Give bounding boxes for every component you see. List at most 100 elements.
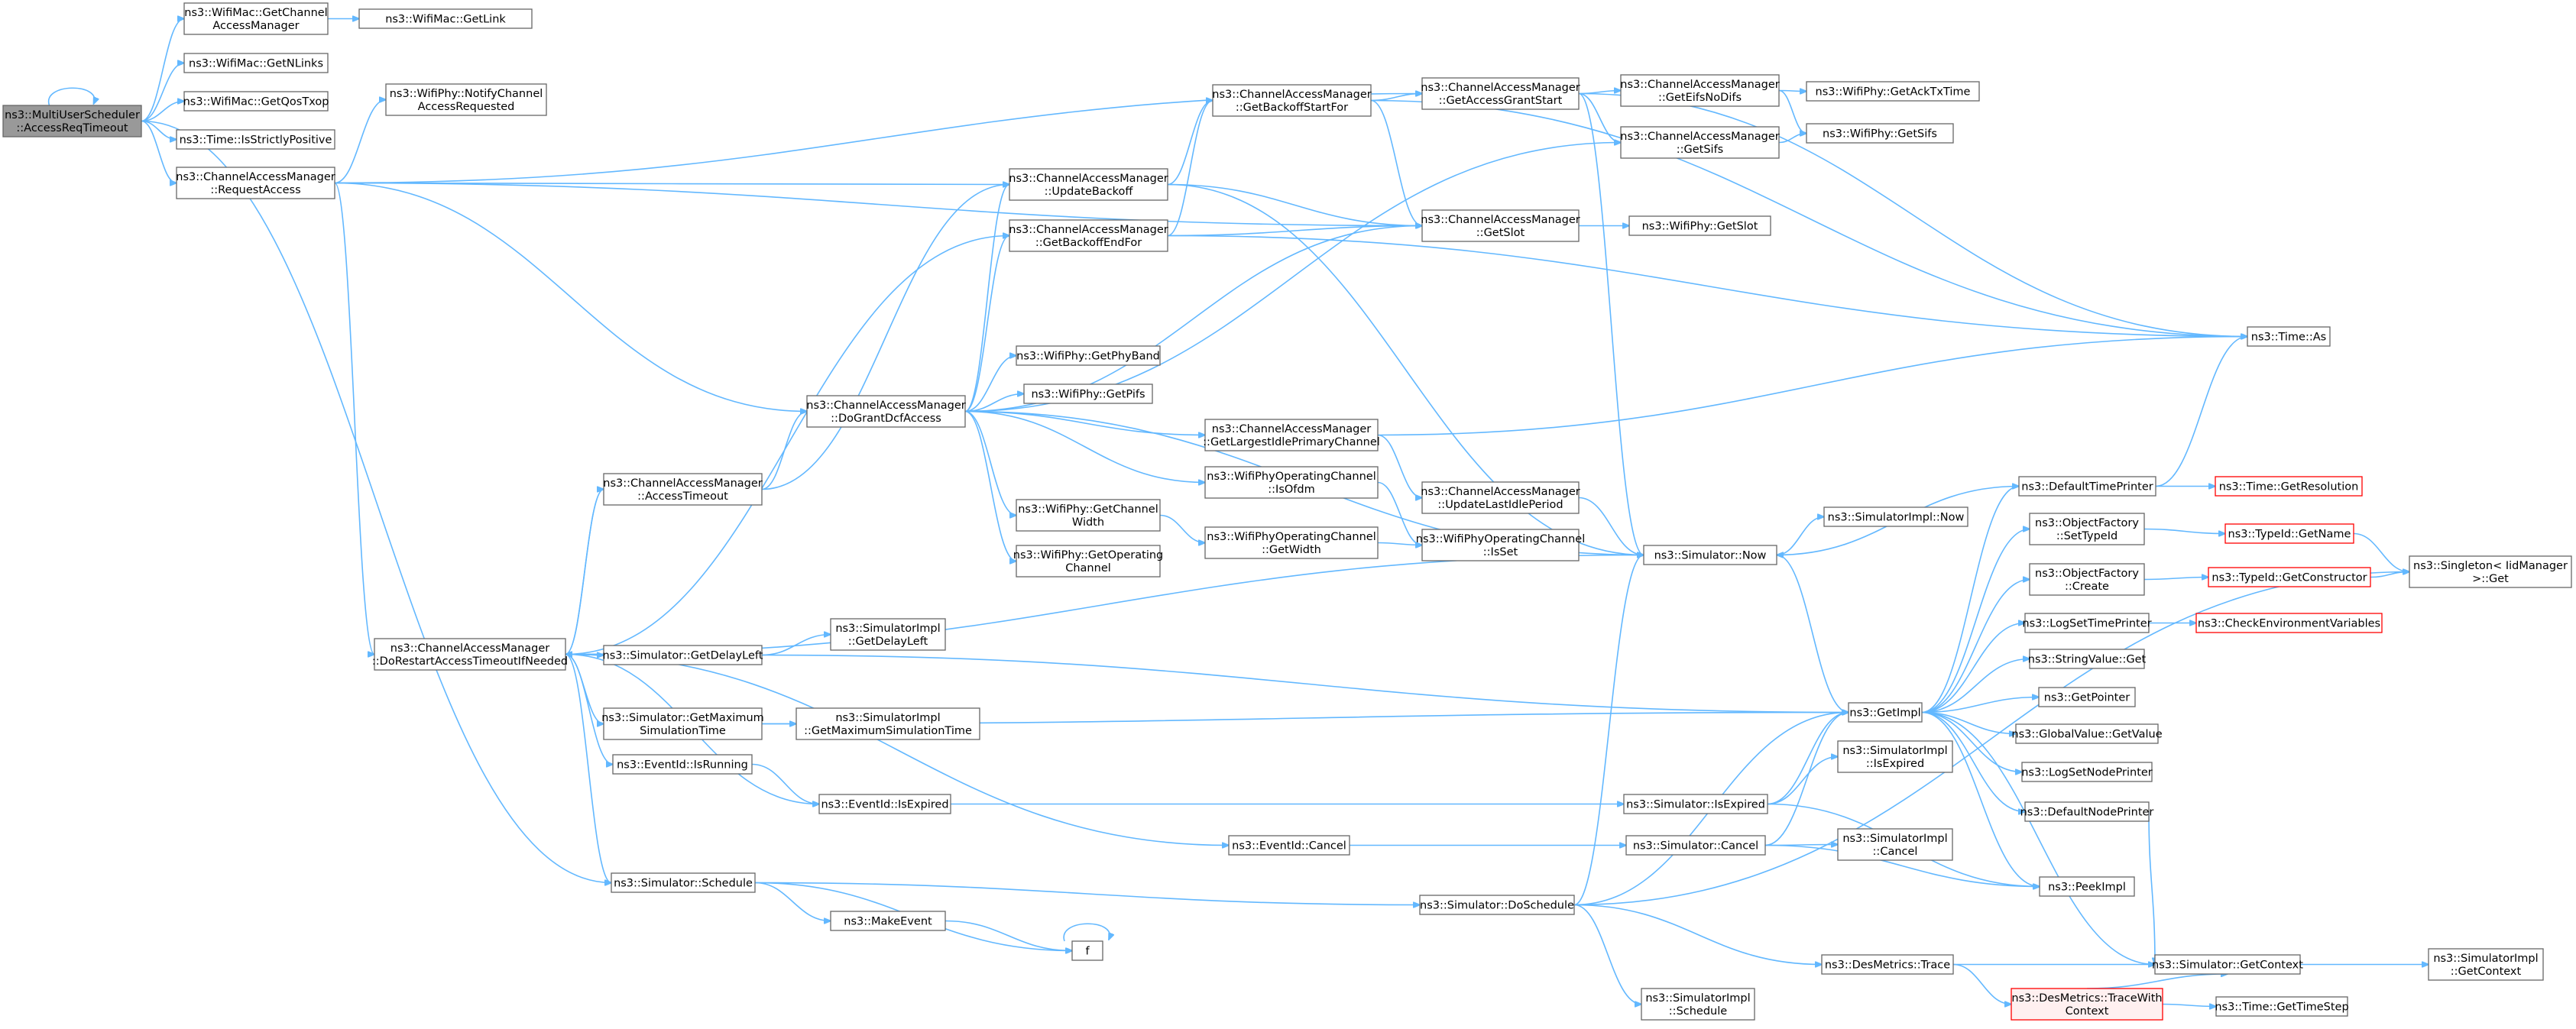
- node-simexpired-label-0: ns3::Simulator::IsExpired: [1626, 799, 1765, 811]
- node-getres[interactable]: ns3::Time::GetResolution: [2215, 476, 2363, 497]
- node-getptr[interactable]: ns3::GetPointer: [2038, 687, 2136, 707]
- node-strictpos[interactable]: ns3::Time::IsStrictlyPositive: [176, 129, 335, 150]
- node-schedule-box: [611, 872, 756, 893]
- node-reqaccess-label-1: ::RequestAccess: [210, 184, 300, 196]
- edge-restart-to-backoffend: [565, 236, 1009, 655]
- node-root[interactable]: ns3::MultiUserScheduler::AccessReqTimeou…: [2, 105, 142, 138]
- node-implgetctx-label-1: ::GetContext: [2451, 966, 2522, 978]
- node-getqostxop[interactable]: ns3::WifiMac::GetQosTxop: [183, 91, 329, 112]
- node-ofcreate[interactable]: ns3::ObjectFactory::Create: [2029, 563, 2145, 596]
- node-eifsnodifs-label-0: ns3::ChannelAccessManager: [1620, 79, 1780, 91]
- node-getwidth-box: [1204, 526, 1379, 559]
- node-isofdm[interactable]: ns3::WifiPhyOperatingChannel::IsOfdm: [1204, 466, 1379, 499]
- node-backoffend-box: [1009, 219, 1168, 252]
- node-isrunning[interactable]: ns3::EventId::IsRunning: [612, 754, 753, 775]
- node-settypeid-label-0: ns3::ObjectFactory: [2035, 517, 2139, 529]
- node-updatelastidle-label-1: ::UpdateLastIdlePeriod: [1437, 499, 1563, 511]
- node-opisset[interactable]: ns3::WifiPhyOperatingChannel::IsSet: [1416, 529, 1585, 561]
- node-logsettime[interactable]: ns3::LogSetTimePrinter: [2022, 613, 2152, 633]
- node-checkenv[interactable]: ns3::CheckEnvironmentVariables: [2195, 613, 2383, 633]
- node-defaulttime[interactable]: ns3::DefaultTimePrinter: [2018, 476, 2156, 497]
- node-pifs[interactable]: ns3::WifiPhy::GetPifs: [1023, 383, 1153, 404]
- node-implmax-label-1: ::GetMaximumSimulationTime: [804, 725, 972, 737]
- node-timestep-label-0: ns3::Time::GetTimeStep: [2215, 1001, 2348, 1014]
- node-timestep[interactable]: ns3::Time::GetTimeStep: [2215, 996, 2349, 1017]
- node-simnow[interactable]: ns3::Simulator::Now: [1643, 545, 1777, 565]
- node-f[interactable]: f: [1071, 940, 1103, 961]
- edge-getimpl-to-strget: [1921, 659, 2030, 714]
- node-getctor[interactable]: ns3::TypeId::GetConstructor: [2208, 567, 2371, 587]
- node-defaultnode[interactable]: ns3::DefaultNodePrinter: [2020, 801, 2154, 822]
- node-implmax[interactable]: ns3::SimulatorImpl::GetMaximumSimulation…: [795, 707, 980, 740]
- node-makeevent[interactable]: ns3::MakeEvent: [830, 911, 946, 931]
- node-evcancel-box: [1228, 835, 1350, 856]
- node-getslot[interactable]: ns3::ChannelAccessManager::GetSlot: [1421, 209, 1580, 242]
- node-implmax-box: [795, 707, 980, 740]
- node-simnow-box: [1643, 545, 1777, 565]
- node-getcontext[interactable]: ns3::Simulator::GetContext: [2152, 954, 2303, 975]
- node-simcancel[interactable]: ns3::Simulator::Cancel: [1625, 835, 1766, 856]
- node-backoffend-label-0: ns3::ChannelAccessManager: [1009, 224, 1168, 236]
- node-backoffend[interactable]: ns3::ChannelAccessManager::GetBackoffEnd…: [1009, 219, 1168, 252]
- node-singleton-label-0: ns3::Singleton< IidManager: [2413, 560, 2568, 572]
- node-impldelay[interactable]: ns3::SimulatorImpl::GetDelayLeft: [830, 618, 946, 651]
- node-delayleft-label-0: ns3::Simulator::GetDelayLeft: [603, 650, 763, 662]
- node-peekimpl[interactable]: ns3::PeekImpl: [2039, 876, 2135, 897]
- edge-root-to-root: [47, 87, 95, 106]
- node-reqaccess[interactable]: ns3::ChannelAccessManager::RequestAccess: [176, 167, 335, 199]
- edge-tracectx-to-timestep: [2162, 1005, 2216, 1007]
- node-restart[interactable]: ns3::ChannelAccessManager::DoRestartAcce…: [372, 638, 568, 671]
- node-simexpired[interactable]: ns3::Simulator::IsExpired: [1623, 794, 1768, 814]
- node-evcancel[interactable]: ns3::EventId::Cancel: [1228, 835, 1350, 856]
- node-getnlinks[interactable]: ns3::WifiMac::GetNLinks: [183, 53, 329, 73]
- node-doschedule[interactable]: ns3::Simulator::DoSchedule: [1419, 895, 1575, 915]
- node-implcancel[interactable]: ns3::SimulatorImpl::Cancel: [1837, 828, 1953, 861]
- node-grantstart[interactable]: ns3::ChannelAccessManager::GetAccessGran…: [1421, 77, 1580, 110]
- node-chanwidth-label-1: Width: [1072, 516, 1104, 529]
- node-evexpired[interactable]: ns3::EventId::IsExpired: [818, 794, 951, 814]
- node-notifyreq[interactable]: ns3::WifiPhy::NotifyChannelAccessRequest…: [385, 83, 547, 116]
- node-backoffstart[interactable]: ns3::ChannelAccessManager::GetBackoffSta…: [1212, 84, 1372, 117]
- node-implexpired[interactable]: ns3::SimulatorImpl::IsExpired: [1837, 740, 1953, 773]
- node-phyband[interactable]: ns3::WifiPhy::GetPhyBand: [1016, 345, 1161, 366]
- node-timeas[interactable]: ns3::Time::As: [2247, 326, 2331, 347]
- node-physifs[interactable]: ns3::WifiPhy::GetSifs: [1806, 123, 1954, 144]
- node-largestidle-box: [1204, 419, 1379, 451]
- node-getlink[interactable]: ns3::WifiMac::GetLink: [358, 8, 533, 29]
- node-grantdcf[interactable]: ns3::ChannelAccessManager::DoGrantDcfAcc…: [806, 395, 966, 428]
- node-getname[interactable]: ns3::TypeId::GetName: [2224, 523, 2354, 544]
- node-implgetctx[interactable]: ns3::SimulatorImpl::GetContext: [2428, 948, 2544, 981]
- node-accesstimeout-label-1: ::AccessTimeout: [637, 490, 728, 503]
- node-updatelastidle[interactable]: ns3::ChannelAccessManager::UpdateLastIdl…: [1421, 481, 1580, 514]
- node-singleton[interactable]: ns3::Singleton< IidManager>::Get: [2409, 555, 2572, 588]
- node-delayleft[interactable]: ns3::Simulator::GetDelayLeft: [603, 645, 763, 665]
- node-maxsim[interactable]: ns3::Simulator::GetMaximumSimulationTime: [601, 707, 764, 740]
- node-simimplnow[interactable]: ns3::SimulatorImpl::Now: [1823, 506, 1968, 527]
- node-getimpl[interactable]: ns3::GetImpl: [1848, 702, 1923, 723]
- node-getwidth[interactable]: ns3::WifiPhyOperatingChannel::GetWidth: [1204, 526, 1379, 559]
- node-globalval[interactable]: ns3::GlobalValue::GetValue: [2011, 723, 2163, 744]
- node-logsetnode-box: [2021, 762, 2153, 782]
- node-sifs[interactable]: ns3::ChannelAccessManager::GetSifs: [1620, 126, 1780, 159]
- node-updatelastidle-label-0: ns3::ChannelAccessManager: [1421, 486, 1580, 498]
- node-settypeid[interactable]: ns3::ObjectFactory::SetTypeId: [2029, 513, 2145, 545]
- node-ofcreate-label-0: ns3::ObjectFactory: [2035, 568, 2139, 580]
- node-acktx[interactable]: ns3::WifiPhy::GetAckTxTime: [1806, 81, 1980, 102]
- node-updatebackoff[interactable]: ns3::ChannelAccessManager::UpdateBackoff: [1009, 168, 1168, 201]
- node-impldelay-box: [830, 618, 946, 651]
- node-strget[interactable]: ns3::StringValue::Get: [2028, 649, 2147, 669]
- node-physlot[interactable]: ns3::WifiPhy::GetSlot: [1628, 215, 1771, 236]
- node-getslot-box: [1421, 209, 1580, 242]
- node-largestidle[interactable]: ns3::ChannelAccessManager::GetLargestIdl…: [1203, 419, 1380, 451]
- node-logsetnode[interactable]: ns3::LogSetNodePrinter: [2021, 762, 2153, 782]
- node-grantstart-label-1: ::GetAccessGrantStart: [1439, 95, 1563, 107]
- node-destrace[interactable]: ns3::DesMetrics::Trace: [1821, 954, 1954, 975]
- node-accesstimeout[interactable]: ns3::ChannelAccessManager::AccessTimeout: [603, 473, 763, 506]
- node-implsched[interactable]: ns3::SimulatorImpl::Schedule: [1641, 988, 1755, 1021]
- node-eifsnodifs[interactable]: ns3::ChannelAccessManager::GetEifsNoDifs: [1620, 74, 1780, 107]
- node-schedule[interactable]: ns3::Simulator::Schedule: [611, 872, 756, 893]
